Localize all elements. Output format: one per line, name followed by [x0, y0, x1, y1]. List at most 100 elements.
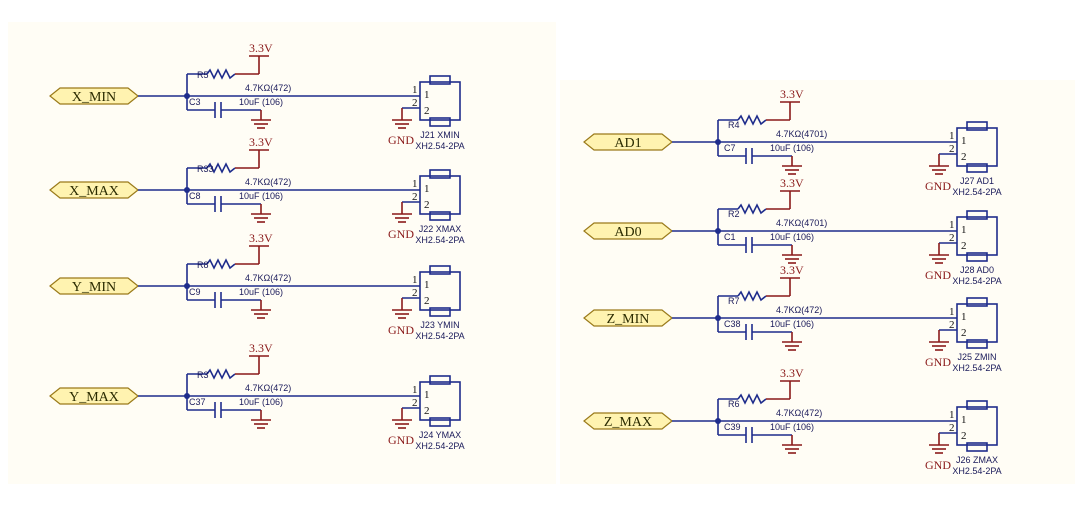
- power-label: 3.3V: [780, 263, 804, 277]
- resistor-ref: R2: [728, 209, 740, 219]
- connector-ref: J27 AD1: [960, 176, 994, 186]
- connector-ref: J21 XMIN: [420, 130, 460, 140]
- power-label: 3.3V: [780, 366, 804, 380]
- pin2-number: 2: [949, 232, 955, 244]
- pin1-number: 1: [949, 219, 955, 231]
- resistor-symbol: [737, 393, 767, 405]
- connector-latch-bottom: [429, 211, 451, 221]
- power-label: 3.3V: [249, 341, 273, 355]
- cap-value: 10uF (106): [770, 143, 814, 153]
- cap-ref: C3: [189, 97, 201, 107]
- cap-value: 10uF (106): [770, 232, 814, 242]
- gnd-label: GND: [925, 458, 951, 472]
- connector-pin1: 1: [961, 311, 967, 323]
- connector-pin1: 1: [424, 89, 430, 101]
- connector-pin2: 2: [961, 240, 967, 252]
- connector-latch-bottom: [966, 163, 988, 173]
- connector-pin1: 1: [424, 183, 430, 195]
- resistor-value: 4.7KΩ(4701): [776, 129, 827, 139]
- connector-latch-bottom: [429, 117, 451, 127]
- resistor-symbol: [737, 290, 767, 302]
- cap-value: 10uF (106): [239, 397, 283, 407]
- resistor-ref: R6: [728, 399, 740, 409]
- pin2-number: 2: [949, 143, 955, 155]
- connector-part: XH2.54-2PA: [415, 235, 464, 245]
- connector-body: [956, 303, 998, 343]
- connector-latch-top: [429, 169, 451, 179]
- connector-ref: J26 ZMAX: [956, 455, 998, 465]
- resistor-symbol: [737, 114, 767, 126]
- connector-latch-top: [966, 400, 988, 410]
- connector-latch-top: [966, 121, 988, 131]
- connector-latch-top: [429, 75, 451, 85]
- power-label: 3.3V: [249, 135, 273, 149]
- port-label: Y_MAX: [69, 390, 119, 405]
- connector-pin2: 2: [424, 105, 430, 117]
- resistor-ref: R3: [197, 370, 209, 380]
- pin1-number: 1: [949, 409, 955, 421]
- connector-ref: J25 ZMIN: [957, 352, 996, 362]
- resistor-ref: R4: [728, 120, 740, 130]
- connector-pin1: 1: [424, 279, 430, 291]
- connector-latch-bottom: [966, 252, 988, 262]
- pin2-number: 2: [949, 319, 955, 331]
- cap-ref: C1: [724, 232, 736, 242]
- pin1-number: 1: [949, 130, 955, 142]
- resistor-value: 4.7KΩ(472): [245, 83, 291, 93]
- connector-latch-bottom: [429, 417, 451, 427]
- pin1-number: 1: [412, 178, 418, 190]
- connector-part: XH2.54-2PA: [952, 276, 1001, 286]
- connector-part: XH2.54-2PA: [415, 141, 464, 151]
- cap-value: 10uF (106): [239, 97, 283, 107]
- pin1-number: 1: [412, 384, 418, 396]
- connector-pin1: 1: [961, 224, 967, 236]
- connector-pin2: 2: [961, 151, 967, 163]
- connector-part: XH2.54-2PA: [415, 441, 464, 451]
- connector-pin2: 2: [961, 430, 967, 442]
- connector-pin2: 2: [424, 405, 430, 417]
- connector-pin2: 2: [424, 295, 430, 307]
- gnd-label: GND: [388, 323, 414, 337]
- cap-ref: C38: [724, 319, 741, 329]
- resistor-value: 4.7KΩ(472): [245, 383, 291, 393]
- gnd-label: GND: [388, 133, 414, 147]
- resistor-ref: R8: [197, 260, 209, 270]
- pin1-number: 1: [412, 84, 418, 96]
- connector-body: [419, 81, 461, 121]
- port-label: AD0: [614, 225, 641, 240]
- resistor-value: 4.7KΩ(4701): [776, 218, 827, 228]
- port-label: X_MIN: [72, 90, 116, 105]
- port-label: AD1: [614, 136, 641, 151]
- connector-latch-top: [966, 210, 988, 220]
- pin2-number: 2: [412, 97, 418, 109]
- gnd-label: GND: [925, 355, 951, 369]
- resistor-symbol: [206, 162, 236, 174]
- gnd-label: GND: [388, 433, 414, 447]
- connector-body: [419, 271, 461, 311]
- connector-body: [419, 381, 461, 421]
- resistor-symbol: [206, 368, 236, 380]
- pin2-number: 2: [949, 422, 955, 434]
- cap-value: 10uF (106): [770, 319, 814, 329]
- pin2-number: 2: [412, 191, 418, 203]
- connector-body: [956, 406, 998, 446]
- resistor-symbol: [737, 203, 767, 215]
- gnd-label: GND: [925, 179, 951, 193]
- connector-ref: J23 YMIN: [420, 320, 459, 330]
- resistor-ref: R7: [728, 296, 740, 306]
- connector-ref: J28 AD0: [960, 265, 994, 275]
- port-label: Z_MIN: [607, 312, 650, 327]
- gnd-label: GND: [925, 268, 951, 282]
- cap-ref: C37: [189, 397, 206, 407]
- power-label: 3.3V: [249, 231, 273, 245]
- connector-part: XH2.54-2PA: [952, 363, 1001, 373]
- connector-ref: J24 YMAX: [419, 430, 461, 440]
